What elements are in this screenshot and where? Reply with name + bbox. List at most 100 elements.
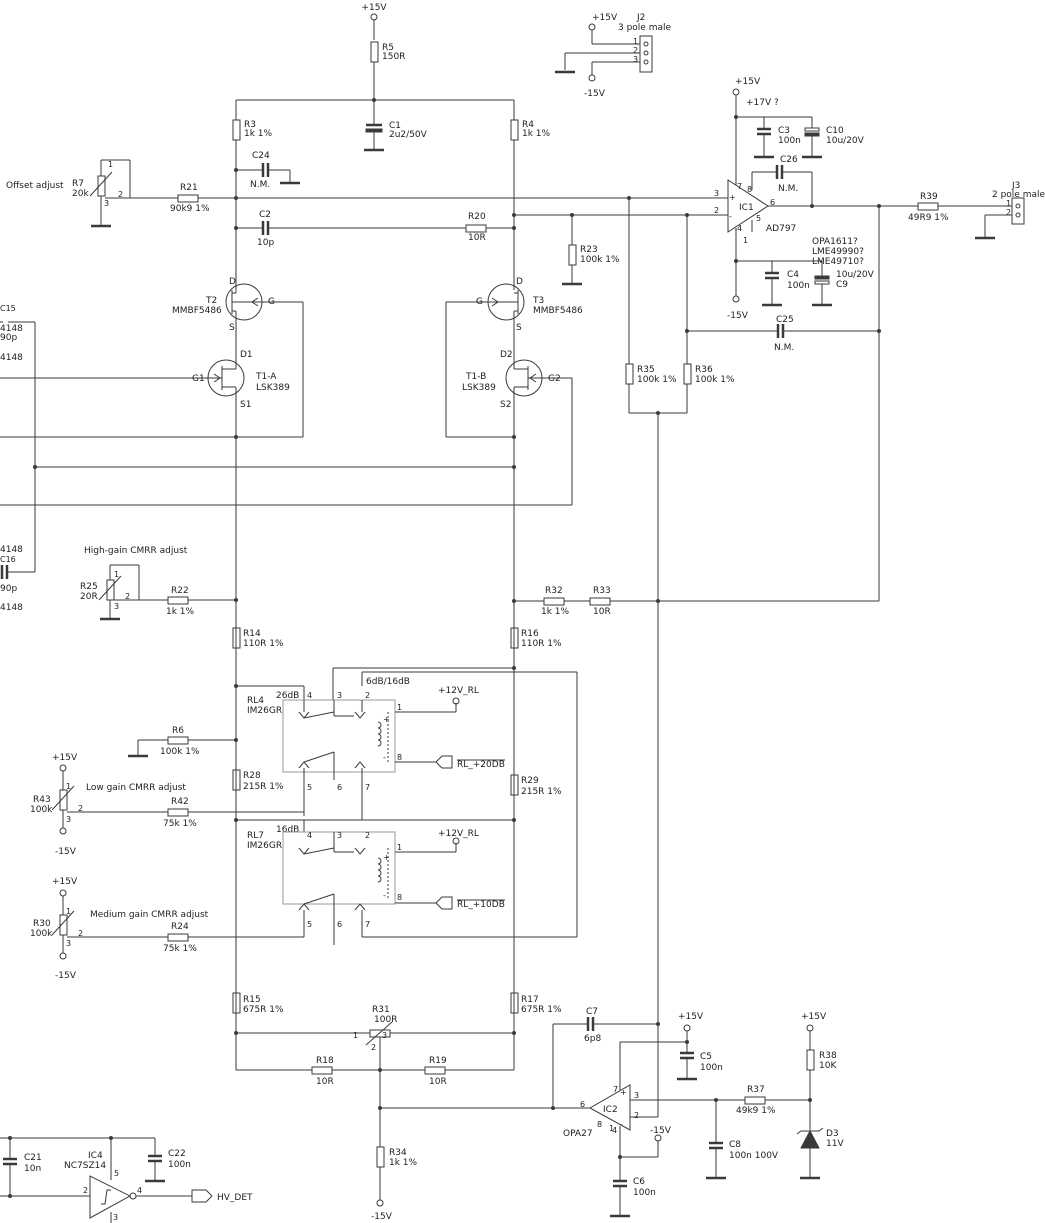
- svg-text:S2: S2: [500, 400, 511, 410]
- svg-text:R22: R22: [171, 586, 189, 596]
- svg-text:T1-A: T1-A: [255, 372, 277, 382]
- resistor-r22: [167, 596, 189, 605]
- svg-text:100k 1%: 100k 1%: [160, 747, 200, 757]
- svg-text:49k9 1%: 49k9 1%: [736, 1106, 776, 1116]
- svg-text:675R 1%: 675R 1%: [521, 1005, 562, 1015]
- svg-text:+: +: [620, 1088, 627, 1097]
- svg-text:Low gain CMRR adjust: Low gain CMRR adjust: [86, 783, 186, 793]
- svg-text:4: 4: [737, 224, 742, 233]
- svg-text:J2: J2: [636, 13, 645, 23]
- svg-text:+15V: +15V: [678, 1012, 704, 1022]
- svg-text:C21: C21: [24, 1153, 42, 1163]
- connector-j2: +15V -15V J2 3 pole male 123: [553, 13, 671, 99]
- svg-text:2: 2: [125, 592, 130, 601]
- svg-text:-15V: -15V: [727, 311, 749, 321]
- svg-text:16dB: 16dB: [276, 825, 299, 835]
- svg-text:1: 1: [609, 1124, 614, 1133]
- resistor-r42: [167, 808, 189, 817]
- svg-text:N.M.: N.M.: [774, 343, 794, 353]
- svg-text:1: 1: [1006, 199, 1011, 208]
- svg-text:49R9 1%: 49R9 1%: [908, 213, 949, 223]
- svg-text:R28: R28: [243, 771, 261, 781]
- svg-text:+: +: [383, 853, 390, 862]
- svg-text:+12V_RL: +12V_RL: [438, 686, 479, 696]
- svg-text:3: 3: [66, 815, 71, 824]
- svg-text:R19: R19: [429, 1056, 447, 1066]
- svg-text:215R 1%: 215R 1%: [243, 782, 284, 792]
- svg-text:100n: 100n: [168, 1160, 191, 1170]
- svg-text:R39: R39: [920, 192, 938, 202]
- schmitt-ic4: [89, 1175, 132, 1219]
- svg-text:C1: C1: [389, 121, 401, 131]
- svg-text:Medium gain CMRR adjust: Medium gain CMRR adjust: [90, 910, 209, 920]
- svg-text:100n: 100n: [700, 1063, 723, 1073]
- svg-text:10n: 10n: [24, 1164, 41, 1174]
- resistor-r29: [510, 774, 519, 796]
- svg-text:26dB: 26dB: [276, 691, 299, 701]
- svg-text:-15V: -15V: [55, 847, 77, 857]
- svg-text:100n 100V: 100n 100V: [729, 1151, 779, 1161]
- svg-text:R35: R35: [637, 365, 655, 375]
- svg-text:C8: C8: [729, 1140, 741, 1150]
- svg-text:R42: R42: [171, 797, 189, 807]
- svg-text:2: 2: [714, 206, 719, 215]
- resistor-r36: [683, 363, 692, 385]
- svg-text:1k 1%: 1k 1%: [522, 129, 551, 139]
- svg-text:1: 1: [397, 843, 402, 852]
- svg-text:100k 1%: 100k 1%: [695, 375, 735, 385]
- svg-text:3 pole male: 3 pole male: [618, 23, 671, 33]
- svg-text:100k: 100k: [30, 929, 53, 939]
- svg-text:100k 1%: 100k 1%: [580, 255, 620, 265]
- resistor-r15: [232, 992, 241, 1014]
- svg-text:110R 1%: 110R 1%: [243, 639, 284, 649]
- svg-text:High-gain CMRR adjust: High-gain CMRR adjust: [84, 546, 188, 556]
- resistor-r35: [625, 363, 634, 385]
- svg-text:IM26GR: IM26GR: [247, 706, 282, 716]
- svg-text:RL7: RL7: [247, 831, 264, 841]
- svg-text:C5: C5: [700, 1052, 712, 1062]
- svg-text:G: G: [268, 297, 275, 307]
- svg-text:2: 2: [78, 929, 83, 938]
- svg-text:R38: R38: [819, 1051, 837, 1061]
- svg-text:R6: R6: [172, 726, 184, 736]
- svg-text:LME49990?: LME49990?: [812, 247, 864, 257]
- svg-text:2: 2: [633, 46, 638, 55]
- svg-text:2: 2: [83, 1186, 88, 1195]
- resistor-r37: [744, 1096, 766, 1105]
- svg-text:-15V: -15V: [650, 1126, 672, 1136]
- svg-text:3: 3: [66, 939, 71, 948]
- svg-text:4148: 4148: [0, 324, 23, 334]
- svg-text:2: 2: [634, 1111, 639, 1120]
- svg-text:S1: S1: [240, 400, 251, 410]
- svg-text:R37: R37: [747, 1085, 765, 1095]
- svg-text:MMBF5486: MMBF5486: [172, 306, 222, 316]
- resistor-r3: [232, 119, 241, 141]
- svg-text:4148: 4148: [0, 545, 23, 555]
- svg-text:T2: T2: [205, 296, 217, 306]
- svg-text:G2: G2: [548, 374, 561, 384]
- svg-text:+15V: +15V: [801, 1012, 827, 1022]
- opamp-ic2: [588, 1084, 631, 1131]
- svg-text:3: 3: [337, 691, 342, 700]
- svg-text:AD797: AD797: [766, 224, 796, 234]
- svg-text:1: 1: [114, 570, 119, 579]
- svg-text:MMBF5486: MMBF5486: [533, 306, 583, 316]
- svg-text:+15V: +15V: [592, 13, 618, 23]
- svg-text:6: 6: [580, 1100, 585, 1109]
- svg-text:R18: R18: [316, 1056, 334, 1066]
- svg-text:S: S: [229, 323, 235, 333]
- svg-text:G1: G1: [192, 374, 205, 384]
- svg-text:J3: J3: [1011, 181, 1020, 191]
- svg-text:R43: R43: [33, 795, 51, 805]
- capacitor-c1: [365, 128, 383, 133]
